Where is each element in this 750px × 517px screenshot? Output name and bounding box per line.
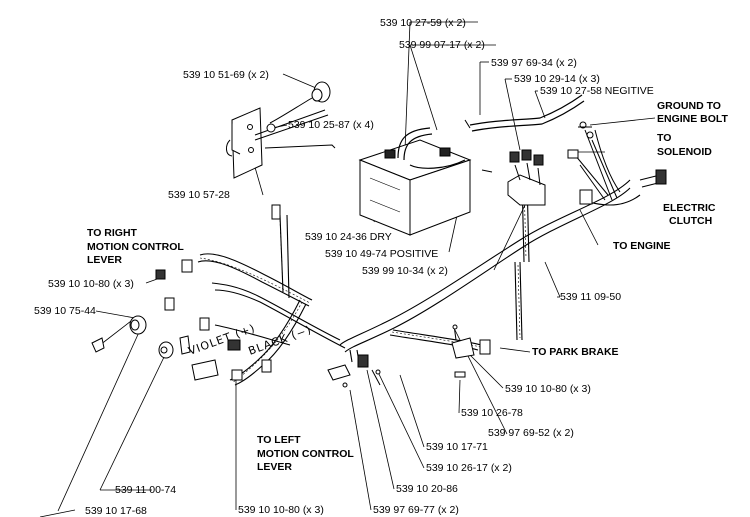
- callout-left-line1: TO LEFT: [257, 434, 301, 446]
- callout-solenoid-line2: SOLENOID: [657, 146, 712, 158]
- part-label: 539 10 20-86: [396, 483, 458, 495]
- callout-solenoid-line1: TO: [657, 132, 671, 144]
- part-label: 539 10 51-69 (x 2): [183, 69, 269, 81]
- part-label: 539 10 24-36 DRY: [305, 231, 392, 243]
- callout-ground-line2: ENGINE BOLT: [657, 113, 729, 125]
- callout-park-brake: TO PARK BRAKE: [532, 346, 619, 358]
- callout-engine: TO ENGINE: [613, 240, 671, 252]
- part-label: 539 10 10-80 (x 3): [238, 504, 324, 516]
- part-label: 539 10 10-80 (x 3): [48, 278, 134, 290]
- callout-clutch-line1: ELECTRIC: [663, 202, 716, 214]
- part-label: 539 10 25-87 (x 4): [288, 119, 374, 131]
- callout-left-line3: LEVER: [257, 461, 292, 473]
- part-label: 539 10 29-14 (x 3): [514, 73, 600, 85]
- part-label: 539 10 26-78: [461, 407, 523, 419]
- callout-right-line3: LEVER: [87, 254, 122, 266]
- battery-cables: [397, 94, 585, 169]
- callout-ground-line1: GROUND TO: [657, 100, 721, 112]
- part-label: 539 10 10-80 (x 3): [505, 383, 591, 395]
- part-label: 539 10 27-58 NEGITIVE: [540, 85, 654, 97]
- engine-leads: [567, 121, 667, 205]
- part-label: 539 11 09-50: [560, 291, 621, 303]
- center-components: [327, 119, 493, 388]
- battery: [358, 139, 472, 236]
- part-label: 539 11 00-74: [115, 484, 176, 496]
- callout-right-line2: MOTION CONTROL: [87, 241, 184, 253]
- part-label: 539 99 07-17 (x 2): [399, 39, 485, 51]
- part-label: 539 97 69-52 (x 2): [488, 427, 574, 439]
- callout-left-line2: MOTION CONTROL: [257, 448, 354, 460]
- black-wire-marking: BLACK (−): [247, 323, 314, 358]
- callout-labels: GROUND TO ENGINE BOLT TO SOLENOID ELECTR…: [87, 100, 729, 473]
- part-label: 539 10 17-71: [426, 441, 488, 453]
- part-label: 539 10 75-44: [34, 305, 96, 317]
- callout-clutch-line2: CLUTCH: [669, 215, 712, 227]
- callout-right-line1: TO RIGHT: [87, 227, 138, 239]
- left-components: [91, 204, 281, 381]
- part-label: 539 10 57-28: [168, 189, 230, 201]
- part-label: 539 10 27-59 (x 2): [380, 17, 466, 29]
- part-labels: 539 10 27-59 (x 2) 539 99 07-17 (x 2) 53…: [34, 17, 654, 517]
- part-label: 539 10 49-74 POSITIVE: [325, 248, 438, 260]
- ignition-bracket: [226, 81, 336, 179]
- part-label: 539 10 26-17 (x 2): [426, 462, 512, 474]
- part-label: 539 10 17-68: [85, 505, 147, 517]
- part-label: 539 97 69-34 (x 2): [491, 57, 577, 69]
- relay-block: [507, 149, 546, 206]
- part-label: 539 99 10-34 (x 2): [362, 265, 448, 277]
- part-label: 539 97 69-77 (x 2): [373, 504, 459, 516]
